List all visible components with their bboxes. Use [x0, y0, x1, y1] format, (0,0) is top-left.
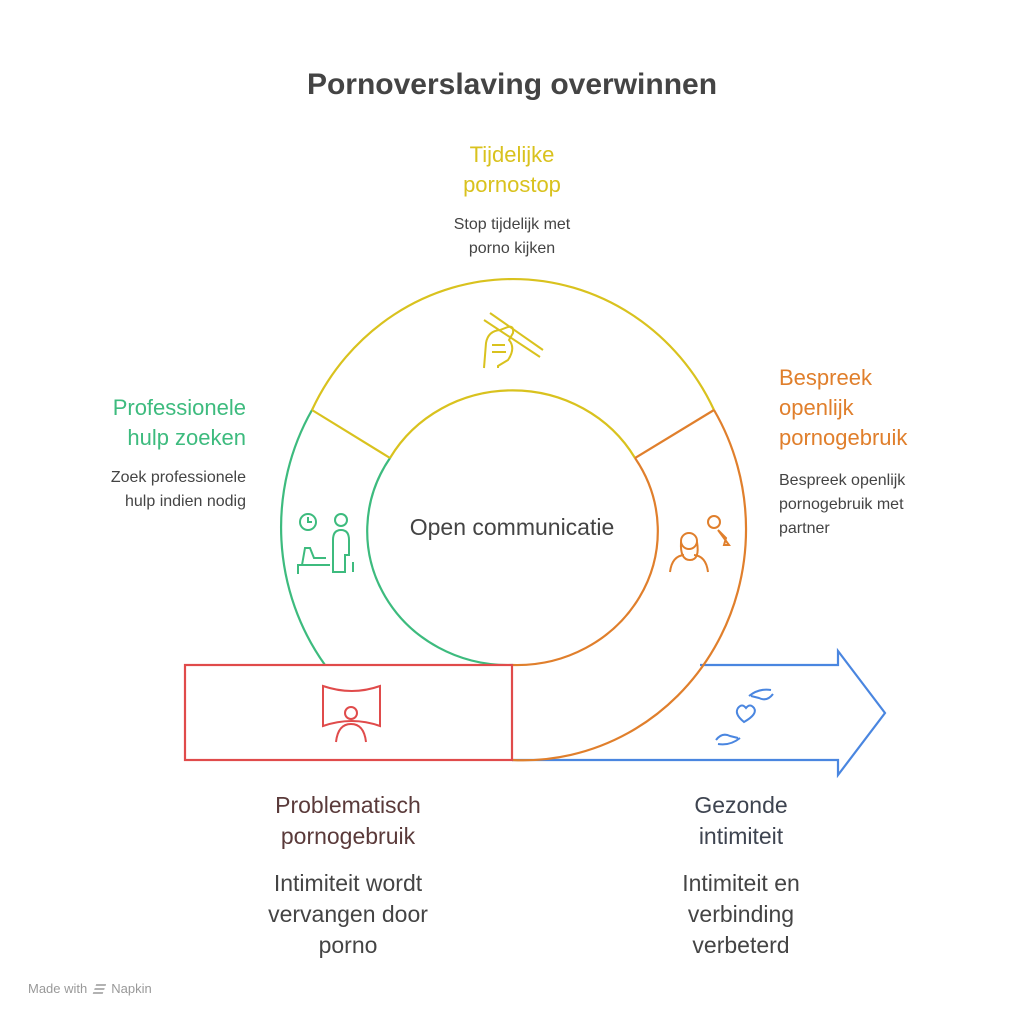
divider-left	[311, 409, 391, 459]
made-with-label: Made with	[28, 981, 88, 996]
title-line: Tijdelijke	[469, 142, 555, 167]
title-line: pornostop	[463, 172, 561, 197]
inner-segment-right	[511, 457, 659, 667]
stage-right-title: Bespreek openlijk pornogebruik	[779, 363, 1009, 453]
title-line: Bespreek	[779, 365, 872, 390]
divider-right	[634, 409, 715, 459]
person-screen-icon	[322, 684, 381, 743]
desc-line: Zoek professionele	[110, 469, 246, 486]
title-line: hulp zoeken	[127, 425, 246, 450]
stage-right: Bespreek openlijk pornogebruik Bespreek …	[779, 363, 1009, 541]
desc-line: porno	[318, 932, 378, 958]
desc-line: Stop tijdelijk met	[453, 216, 571, 233]
title-line: pornogebruik	[779, 425, 908, 450]
title-line: Professionele	[112, 395, 246, 420]
title-line: pornogebruik	[280, 823, 416, 849]
start-box	[183, 663, 514, 762]
title-line: Gezonde	[694, 792, 788, 818]
start-desc: Intimiteit wordt vervangen door porno	[198, 868, 498, 961]
end-title: Gezonde intimiteit	[591, 790, 891, 852]
center-label: Open communicatie	[409, 514, 615, 540]
hand-breaking-stick-icon	[483, 312, 544, 369]
desc-line: pornogebruik met	[779, 496, 904, 513]
ring-segment-top	[311, 278, 715, 411]
inner-segment-left	[366, 457, 513, 667]
desc-line: partner	[779, 520, 830, 537]
footer-watermark: Made with Napkin	[28, 981, 152, 996]
desc-line: verbeterd	[692, 932, 790, 958]
inner-segment-top	[389, 389, 636, 459]
end-stage: Gezonde intimiteit Intimiteit en verbind…	[591, 790, 891, 961]
stage-left-title: Professionele hulp zoeken	[20, 393, 246, 453]
therapy-session-icon	[297, 513, 354, 574]
desc-line: porno kijken	[468, 240, 556, 257]
title-line: Problematisch	[275, 792, 421, 818]
desc-line: verbinding	[687, 901, 795, 927]
title-line: openlijk	[779, 395, 854, 420]
couple-talking-icon	[669, 515, 731, 573]
stage-top-title: Tijdelijke pornostop	[362, 140, 662, 200]
ring-segment-left	[279, 409, 326, 666]
napkin-brand: Napkin	[111, 981, 152, 996]
ring-segment-right	[511, 409, 748, 762]
desc-line: Intimiteit en	[682, 870, 800, 896]
stage-top: Tijdelijke pornostop Stop tijdelijk met …	[362, 140, 662, 261]
page-title: Pornoverslaving overwinnen	[306, 68, 718, 101]
hands-heart-icon	[715, 688, 774, 746]
desc-line: Intimiteit wordt	[273, 870, 423, 896]
desc-line: Bespreek openlijk	[779, 472, 906, 489]
stage-left-desc: Zoek professionele hulp indien nodig	[20, 466, 246, 514]
stage-right-desc: Bespreek openlijk pornogebruik met partn…	[779, 469, 1009, 541]
outcome-arrow	[512, 647, 887, 779]
start-stage: Problematisch pornogebruik Intimiteit wo…	[198, 790, 498, 961]
title-line: intimiteit	[698, 823, 784, 849]
desc-line: vervangen door	[268, 901, 428, 927]
stage-top-desc: Stop tijdelijk met porno kijken	[362, 213, 662, 261]
napkin-logo-icon	[92, 983, 107, 994]
stage-left: Professionele hulp zoeken Zoek professio…	[20, 393, 246, 514]
start-title: Problematisch pornogebruik	[198, 790, 498, 852]
desc-line: hulp indien nodig	[125, 493, 246, 510]
end-desc: Intimiteit en verbinding verbeterd	[591, 868, 891, 961]
